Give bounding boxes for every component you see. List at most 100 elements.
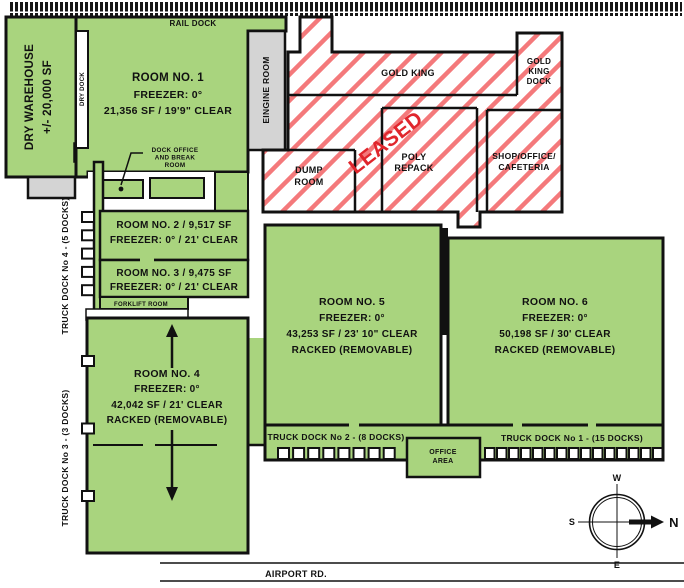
shop-office-label-2: CAFETERIA — [498, 162, 549, 172]
door-gap — [513, 422, 522, 428]
room-4-freezer: FREEZER: 0° — [134, 384, 200, 395]
room-4-outline — [85, 316, 250, 555]
dock-doors-no4 — [81, 211, 95, 297]
dock-door — [81, 355, 95, 367]
dock-door — [496, 447, 508, 460]
room-3-freezer: FREEZER: 0° / 21' CLEAR — [110, 282, 239, 293]
forklift-room-label: FORKLIFT ROOM — [114, 302, 168, 308]
dock-office-label-1: DOCK OFFICE — [152, 147, 199, 154]
truck-dock-4-label: TRUCK DOCK No 4 - (5 DOCKS) — [60, 197, 70, 334]
dock-door — [532, 447, 544, 460]
room-5-size: 43,253 SF / 23' 10" CLEAR — [286, 329, 418, 340]
room-divider-wall — [441, 228, 448, 335]
dock-office-label-2: AND BREAK — [155, 155, 196, 162]
dock-door — [520, 447, 532, 460]
dock-door — [508, 447, 520, 460]
gold-king-dock-label-1: GOLD — [527, 57, 551, 66]
dock-door — [307, 447, 321, 460]
dock-door — [640, 447, 652, 460]
gold-king-label: GOLD KING — [381, 68, 435, 78]
rail-ties-upper — [8, 2, 682, 12]
airport-road: AIRPORT RD. — [160, 562, 684, 582]
dock-door — [81, 490, 95, 502]
dump-room-label-2: ROOM — [294, 177, 323, 187]
leader-line — [120, 152, 143, 186]
dock-door — [81, 211, 95, 223]
poly-repack-label-2: REPACK — [394, 163, 433, 173]
room-1-size: 21,356 SF / 19'9" CLEAR — [104, 105, 232, 117]
dock-door — [568, 447, 580, 460]
dry-warehouse-outline — [4, 15, 78, 179]
flow-arrow-down-icon — [166, 430, 178, 501]
truck-dock-1-label: TRUCK DOCK No 1 - (15 DOCKS) — [501, 433, 643, 443]
dock-door — [277, 447, 290, 460]
office-area-outline — [405, 436, 482, 479]
railroad-track — [8, 2, 682, 16]
compass-south: S — [569, 517, 575, 527]
room-5-outline — [263, 223, 443, 427]
dock-office-break-room — [88, 152, 249, 212]
room-6-outline — [446, 236, 665, 427]
room-2-freezer: FREEZER: 0° / 21' CLEAR — [110, 235, 239, 246]
room-6-name: ROOM NO. 6 — [522, 296, 588, 308]
office-area-label-1: OFFICE — [429, 449, 456, 456]
dock-door — [352, 447, 366, 460]
office-area: OFFICE AREA — [405, 436, 482, 479]
room-2-name: ROOM NO. 2 / 9,517 SF — [116, 220, 231, 231]
dock-door — [81, 265, 95, 278]
dock-door — [604, 447, 616, 460]
dock-ramp — [26, 175, 77, 200]
compass-west: W — [613, 473, 622, 483]
room-3: ROOM NO. 3 / 9,475 SF FREEZER: 0° / 21' … — [98, 258, 250, 299]
door-gap — [140, 257, 154, 263]
corridor-room-right — [214, 171, 249, 212]
room-4-name: ROOM NO. 4 — [134, 368, 200, 380]
door-gap — [349, 422, 359, 428]
dock-doors-no1 — [484, 447, 664, 460]
compass-rose-icon: W S E N — [569, 473, 679, 570]
poly-repack-label-1: POLY — [402, 152, 427, 162]
leader-dot — [118, 186, 124, 192]
engine-room: EINGINE ROOM — [246, 29, 287, 152]
rail-dock-label: RAIL DOCK — [170, 19, 217, 28]
compass-north: N — [669, 515, 679, 530]
room-2-outline — [98, 209, 250, 262]
dock-door — [382, 447, 396, 460]
office-area-label-2: AREA — [432, 458, 453, 465]
dock-door — [367, 447, 381, 460]
room-5-name: ROOM NO. 5 — [319, 296, 385, 308]
dock-door — [580, 447, 592, 460]
room-6-racked: RACKED (REMOVABLE) — [495, 345, 616, 356]
dock-doors-no2 — [277, 447, 396, 460]
dry-warehouse-size-label: +/- 20,000 SF — [42, 60, 54, 134]
break-room — [149, 177, 205, 199]
room-5: ROOM NO. 5 FREEZER: 0° 43,253 SF / 23' 1… — [263, 223, 443, 427]
dock-door — [81, 422, 95, 435]
dock-door — [556, 447, 568, 460]
dock-door — [628, 447, 640, 460]
room-3-name: ROOM NO. 3 / 9,475 SF — [116, 268, 231, 279]
dock-door — [81, 247, 95, 260]
dock-door — [337, 447, 351, 460]
room-4-racked: RACKED (REMOVABLE) — [107, 415, 228, 426]
dock-door — [81, 229, 95, 242]
dock-door — [592, 447, 604, 460]
truck-dock-3-label: TRUCK DOCK No 3 - (3 DOCKS) — [60, 389, 70, 526]
gold-king-dock-label-2: KING — [528, 67, 549, 76]
airport-road-label: AIRPORT RD. — [265, 569, 327, 579]
dock-door — [292, 447, 306, 460]
dock-doors-no3 — [81, 355, 95, 502]
room-1-block: RAIL DOCK DRY DOCK ROOM NO. 1 FREEZER: 0… — [74, 15, 288, 179]
room-1-freezer: FREEZER: 0° — [134, 89, 203, 101]
door-gap — [588, 422, 596, 428]
dock-door — [544, 447, 556, 460]
room-1-name: ROOM NO. 1 — [132, 72, 204, 84]
dock-door — [616, 447, 628, 460]
leased-interior-walls — [263, 52, 562, 212]
truck-dock-2-label: TRUCK DOCK No 2 - (8 DOCKS) — [267, 432, 404, 442]
dry-dock-label: DRY DOCK — [80, 72, 86, 106]
dock-door — [322, 447, 336, 460]
compass-east: E — [614, 560, 620, 570]
dock-office-label-3: ROOM — [165, 162, 186, 169]
